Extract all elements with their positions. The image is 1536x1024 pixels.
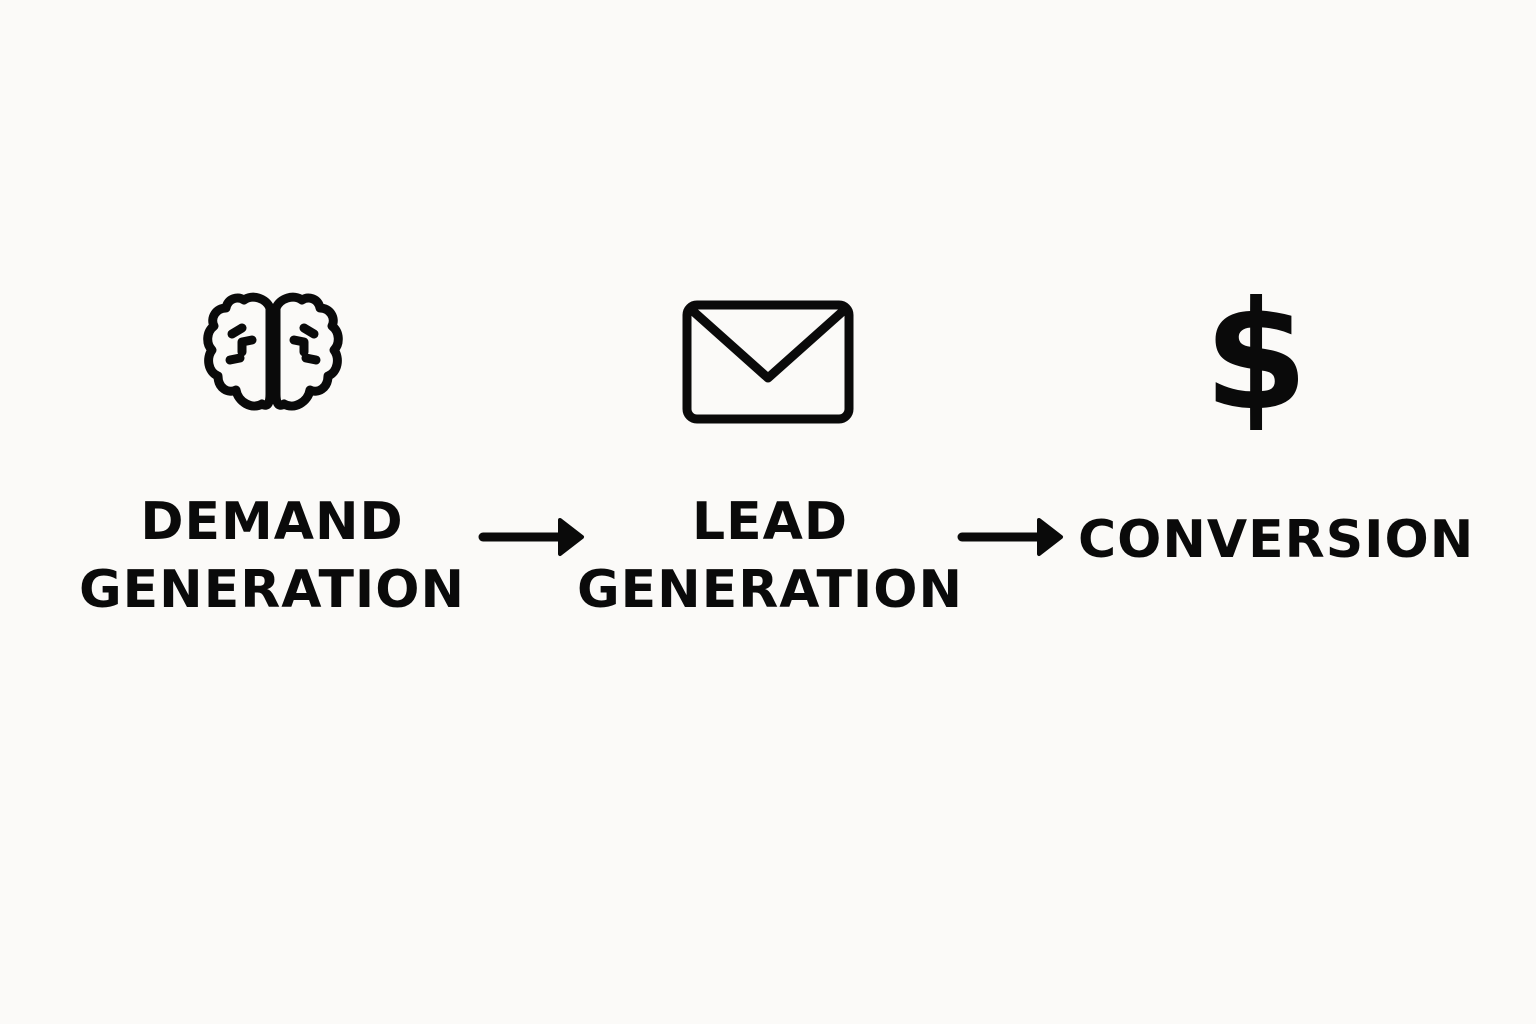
step-label-lead-generation: LEAD GENERATION (560, 488, 980, 624)
step-label-line: DEMAND (140, 492, 404, 552)
step-label-demand-generation: DEMAND GENERATION (62, 488, 482, 624)
step-label-line: CONVERSION (1078, 510, 1475, 570)
arrow-right-icon (478, 512, 588, 562)
arrow-right-icon (957, 512, 1067, 562)
step-label-conversion: CONVERSION (1078, 506, 1475, 574)
step-label-line: GENERATION (576, 560, 964, 620)
brain-icon (200, 290, 346, 430)
step-label-line: GENERATION (78, 560, 466, 620)
step-label-line: LEAD (691, 492, 849, 552)
dollar-icon: $ (1203, 270, 1309, 444)
envelope-icon (682, 300, 854, 424)
